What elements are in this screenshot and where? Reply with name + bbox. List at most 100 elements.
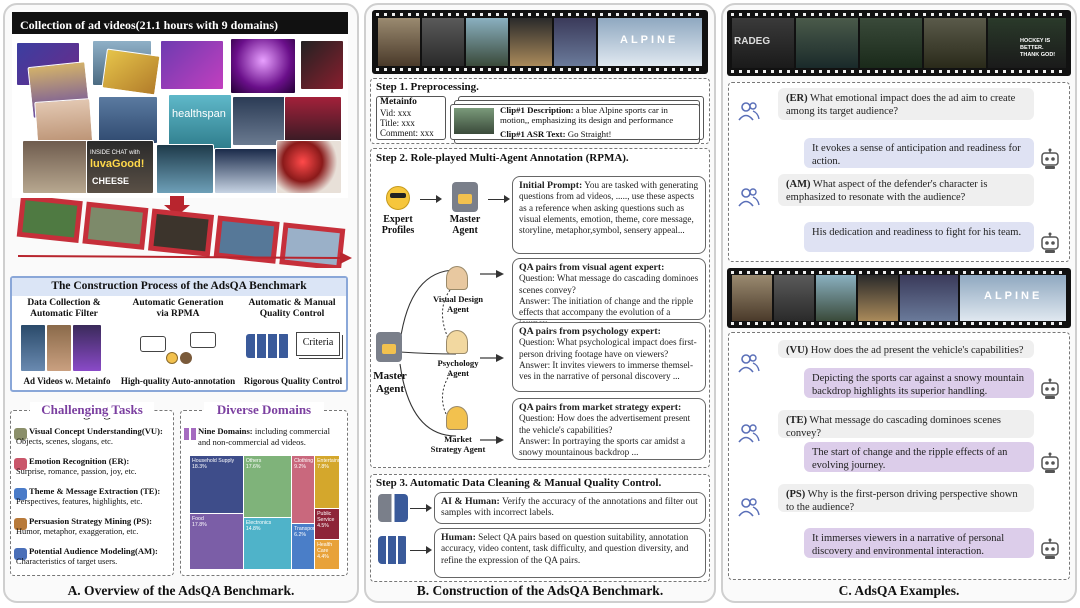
treemap-value: 4.4% <box>317 553 329 560</box>
task-desc: Characteristics of target users. <box>16 557 118 566</box>
qa-title: QA pairs from psychology expert: <box>519 326 661 337</box>
down-arrow-icon <box>170 196 184 206</box>
construction-process-title-bg <box>12 278 346 296</box>
strategy-icon <box>14 518 27 530</box>
treemap-label: Clothing <box>294 458 314 464</box>
col2-title: Automatic Generation via RPMA <box>132 298 224 319</box>
film-frame <box>732 18 794 68</box>
question-bubble: (AM) What aspect of the defender's chara… <box>778 174 1034 206</box>
question-text: Why is the first-person driving perspect… <box>786 489 1018 513</box>
task-name: Potential Audience Modeling(AM): <box>29 546 158 556</box>
film-frame <box>816 275 856 321</box>
treemap-value: 14.8% <box>245 525 261 532</box>
treemap-cell: Transports6.2% <box>292 524 315 569</box>
clip-asr-label: Clip#1 ASR Text: <box>500 129 566 139</box>
col3-title: Automatic & Manual Quality Control <box>248 298 336 319</box>
domains-desc: Nine Domains: including commercial and n… <box>198 426 344 447</box>
ai-human-label: AI & Human: <box>441 496 500 507</box>
robot-icon <box>1040 148 1060 170</box>
treemap-cell: Entertainment7.8% <box>315 456 339 509</box>
task-item: Persuasion Strategy Mining (PS):Humor, m… <box>14 516 174 544</box>
answer-text: Depicting the sports car against a snowy… <box>812 373 1024 397</box>
ai-human-text: Verify the accuracy of the annotations a… <box>441 497 698 519</box>
agent-name: Visual Design Agent <box>432 294 484 314</box>
person-icon <box>180 352 192 364</box>
col1-title: Data Collection & Automatic Filter <box>27 298 101 319</box>
task-name: Theme & Message Extraction (TE): <box>29 486 161 496</box>
robot-icon <box>1040 378 1060 400</box>
video-thumbnail <box>156 144 214 194</box>
tilted-filmstrip <box>16 198 352 268</box>
treemap-label: Transports <box>294 526 314 533</box>
task-desc: Perspectives, features, highlights, etc. <box>16 497 143 506</box>
question-bubble: (ER) What emotional impact does the ad a… <box>778 88 1034 120</box>
qa-question: Question: What psychological impact does… <box>519 337 697 359</box>
task-tag: (VU) <box>786 345 809 356</box>
question-text: What aspect of the defender's character … <box>786 179 988 203</box>
grid-icon <box>184 428 196 440</box>
task-item: Potential Audience Modeling(AM):Characte… <box>14 546 174 574</box>
treemap-value: 7.8% <box>317 464 329 470</box>
task-tag: (AM) <box>786 179 811 190</box>
video-thumbnail <box>276 140 342 194</box>
eye-icon <box>14 428 27 440</box>
expert-profiles: Expert Profiles <box>381 214 415 236</box>
col1-caption: Ad Videos w. Metainfo <box>23 376 111 386</box>
treemap-value: 4.5% <box>317 523 329 530</box>
people-group-icon <box>246 334 290 358</box>
robot-agent-icon <box>382 344 396 354</box>
video-thumbnail <box>101 48 161 96</box>
robot-agent-icon <box>458 194 472 204</box>
chat-bubble-icon <box>140 336 166 352</box>
metainfo-line: Comment: xxx <box>380 128 434 138</box>
treemap-label: Others <box>245 458 262 464</box>
film-frame <box>422 18 464 66</box>
video-thumbnail <box>86 140 154 194</box>
qa-answer: Answer: In portraying the sports car ami… <box>519 435 686 458</box>
ai-human-box: AI & Human: Verify the accuracy of the a… <box>434 492 706 524</box>
agent-icon <box>446 266 468 290</box>
challenging-tasks-box <box>10 410 174 576</box>
domains-desc-text: including commercial and non-commercial … <box>198 426 330 447</box>
audience-icon <box>14 548 27 560</box>
question-bubble: (PS) Why is the first-person driving per… <box>778 484 1034 513</box>
answer-bubble: The start of change and the ripple effec… <box>804 442 1034 472</box>
person-icon <box>738 422 760 444</box>
human-box: Human: Select QA pairs based on question… <box>434 528 706 578</box>
metainfo-line: Title: xxx <box>380 118 415 128</box>
film-frame <box>960 275 1066 321</box>
robot-icon <box>166 352 178 364</box>
qa-title: QA pairs from visual agent expert: <box>519 262 665 273</box>
task-desc: Surprise, romance, passion, joy, etc. <box>16 467 137 476</box>
human-label: Human: <box>441 532 476 543</box>
film-frame-text: ALPINE <box>984 290 1043 302</box>
video-thumbnail <box>160 40 224 90</box>
question-bubble: (TE) What message do cascading dominoes … <box>778 410 1034 439</box>
answer-text: The start of change and the ripple effec… <box>812 447 1008 471</box>
clip-thumbnail <box>454 108 494 134</box>
col3-caption: Rigorous Quality Control <box>243 376 343 386</box>
film-frame-text: RADEG <box>734 36 771 47</box>
answer-bubble: It evokes a sense of anticipation and re… <box>804 138 1034 168</box>
treemap-value: 9.2% <box>294 464 306 470</box>
answer-text: It evokes a sense of anticipation and re… <box>812 143 1021 167</box>
qa-pairs-box: QA pairs from psychology expert:Question… <box>512 322 706 392</box>
film-frame <box>598 18 702 66</box>
treemap-label: Entertainment <box>317 458 339 464</box>
arrow-right-icon <box>488 199 506 200</box>
treemap-value: 17.6% <box>245 464 261 470</box>
agent-name: Market Strategy Agent <box>430 434 486 454</box>
person-icon <box>738 352 760 374</box>
film-frame <box>924 18 986 68</box>
initial-prompt-box: Initial Prompt: You are tasked with gene… <box>512 176 706 254</box>
video-thumbnail <box>168 94 232 150</box>
film-frame-text: HOCKEY IS BETTER. THANK GOD! <box>1020 38 1056 58</box>
treemap-label: Household Supply <box>192 458 235 464</box>
criteria-doc <box>296 332 340 356</box>
human-text: Select QA pairs based on question suitab… <box>441 533 689 566</box>
